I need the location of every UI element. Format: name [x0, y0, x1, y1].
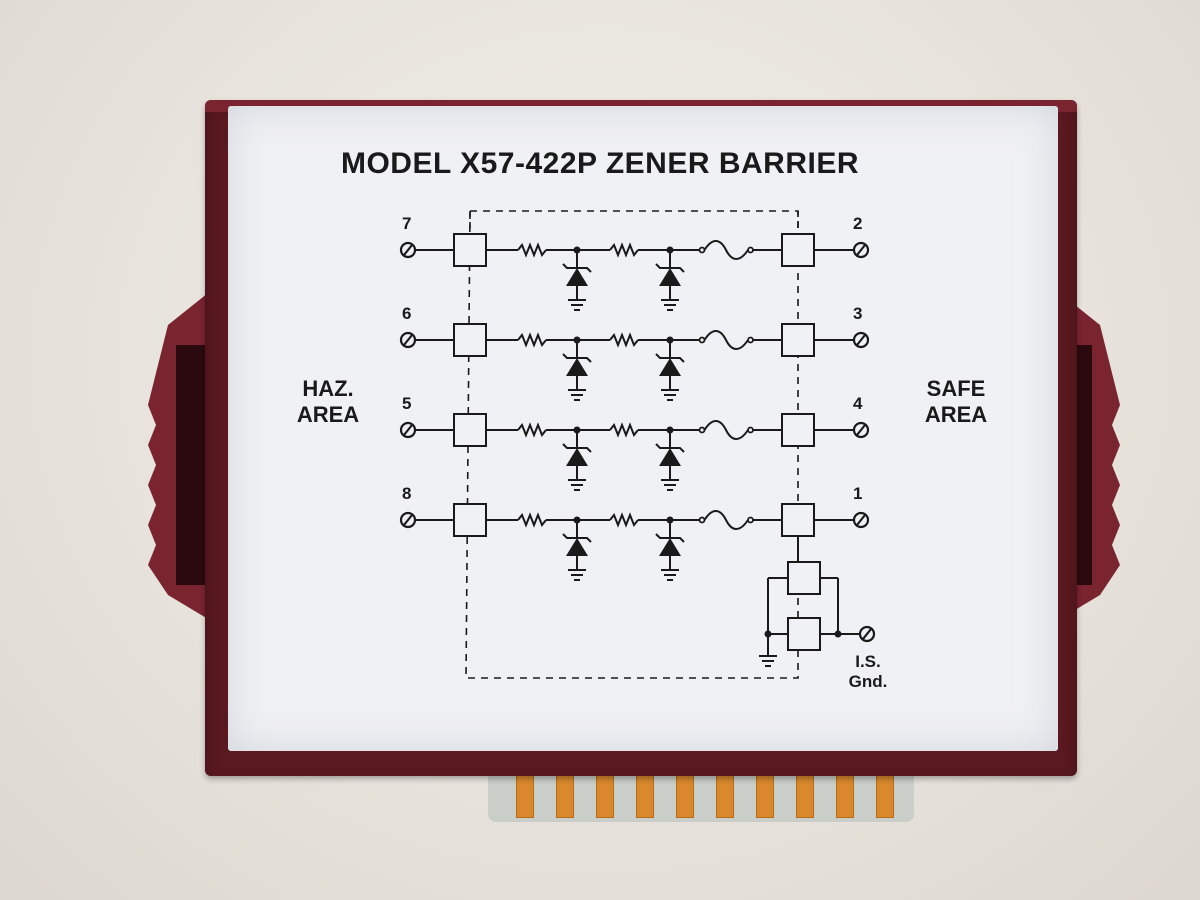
is-ground-line-1: I.S.: [855, 652, 881, 671]
safe-line-2: AREA: [924, 402, 988, 427]
edge-connector: [488, 760, 914, 822]
terminal-number-right: 2: [853, 214, 863, 233]
terminal-number-right: 3: [853, 304, 863, 323]
terminal-number-left: 5: [402, 394, 412, 413]
left-retaining-clip: [148, 285, 238, 625]
terminal-number-right: 1: [853, 484, 863, 503]
front-label: [228, 106, 1058, 751]
is-ground-label: I.S. Gnd.: [836, 652, 900, 692]
safe-area-label: SAFE AREA: [906, 376, 1006, 428]
safe-line-1: SAFE: [926, 376, 986, 401]
model-title: MODEL X57-422P ZENER BARRIER: [340, 147, 860, 180]
terminal-number-left: 7: [402, 214, 412, 233]
is-ground-line-2: Gnd.: [848, 672, 888, 691]
haz-line-2: AREA: [296, 402, 360, 427]
hazardous-area-label: HAZ. AREA: [280, 376, 376, 428]
terminal-number-left: 8: [402, 484, 412, 503]
haz-line-1: HAZ.: [302, 376, 354, 401]
terminal-number-right: 4: [853, 394, 863, 413]
terminal-number-left: 6: [402, 304, 412, 323]
